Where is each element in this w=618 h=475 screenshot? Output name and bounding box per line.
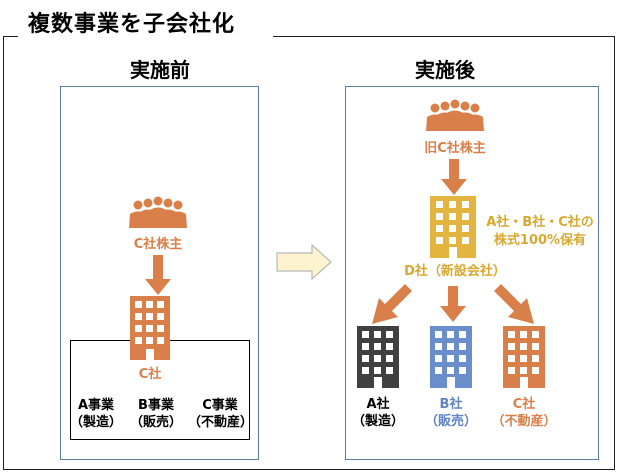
- before-shareholders-label: C社株主: [133, 237, 183, 252]
- subsidiary-b-sub: （販売）: [424, 414, 477, 429]
- holding-company-label: D社（新設会社）: [404, 264, 506, 279]
- outer-frame: [3, 36, 615, 470]
- arrow-to-c-icon: [494, 284, 534, 324]
- holding-building-icon: [430, 196, 476, 258]
- holding-note-line1: A社・B社・C社の: [486, 215, 594, 230]
- business-b-sub: （販売）: [129, 415, 182, 430]
- shareholders-icon: [129, 196, 187, 228]
- business-c-name: C事業: [202, 398, 238, 413]
- subsidiary-c-building-icon: [503, 326, 545, 388]
- after-panel: [345, 86, 599, 460]
- business-a-name: A事業: [77, 398, 115, 413]
- title-background: [18, 0, 273, 44]
- arrow-to-b-icon: [440, 286, 466, 322]
- page-title: 複数事業を子会社化: [28, 12, 236, 37]
- after-heading: 実施後: [415, 58, 475, 82]
- after-shareholders-label: 旧C社株主: [424, 141, 486, 156]
- down-arrow-icon: [145, 255, 171, 295]
- subsidiary-a-sub: （製造）: [351, 414, 404, 429]
- arrow-to-a-icon: [372, 284, 412, 324]
- subsidiary-c-name: C社: [512, 397, 536, 412]
- shareholders-icon: [426, 99, 484, 131]
- business-b-name: B事業: [138, 398, 174, 413]
- before-heading: 実施前: [130, 58, 190, 82]
- subsidiary-b-building-icon: [430, 326, 472, 388]
- building-icon: [130, 296, 170, 360]
- subsidiary-a-building-icon: [357, 326, 399, 388]
- business-c-sub: （不動産）: [188, 415, 254, 430]
- subsidiary-b-name: B社: [439, 397, 463, 412]
- business-a-sub: （製造）: [69, 415, 122, 430]
- before-company-label: C社: [138, 367, 162, 382]
- transition-arrow-icon: [276, 243, 332, 281]
- holding-note-line2: 株式100%保有: [493, 233, 587, 248]
- subsidiary-c-sub: （不動産）: [491, 414, 557, 429]
- down-arrow-icon: [441, 159, 467, 195]
- subsidiary-a-name: A社: [366, 397, 390, 412]
